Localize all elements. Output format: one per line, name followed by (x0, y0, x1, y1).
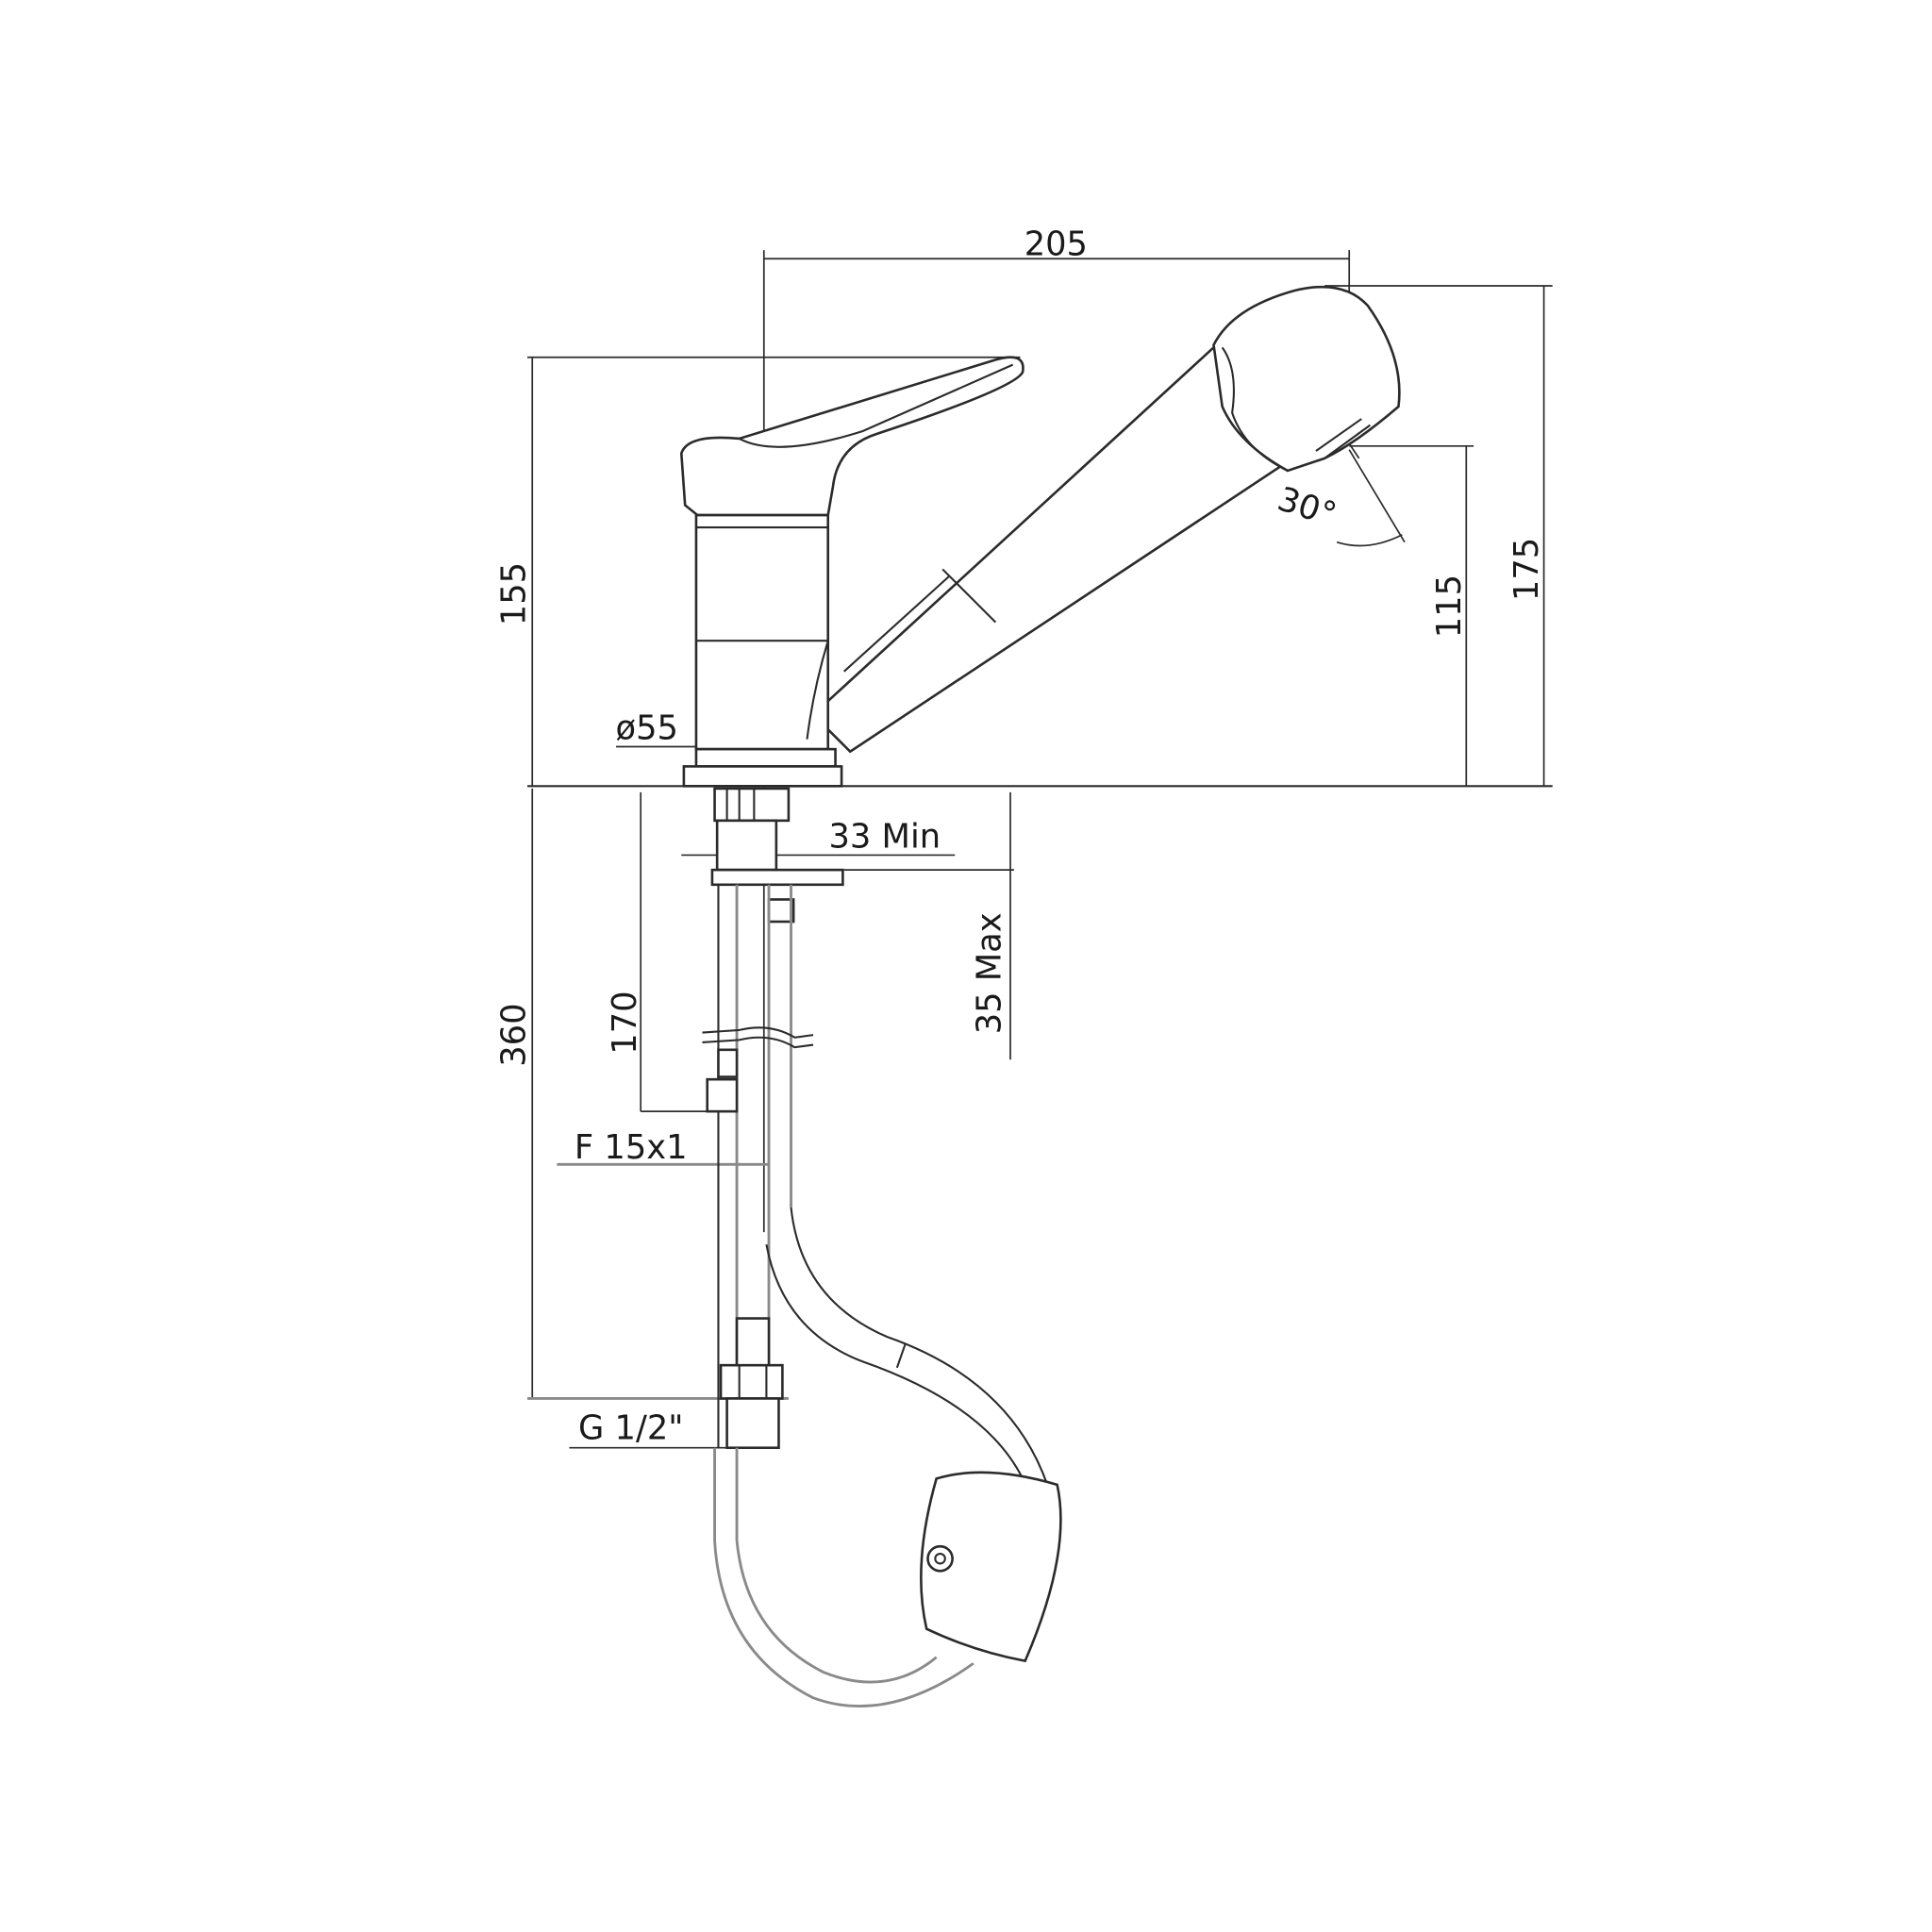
lever-handle (679, 356, 1024, 517)
dimension-155: 155 (494, 356, 1021, 787)
pull-out-hose (765, 1243, 1024, 1479)
dimension-label-170: 170 (606, 991, 644, 1054)
callout-f15x1: F 15x1 (557, 1128, 771, 1167)
spray-angle-label: 30° (1273, 479, 1341, 534)
dimension-label-33-min: 33 Min (828, 818, 941, 857)
callout-label-g-half-inch: G 1/2" (578, 1409, 683, 1448)
dimension-175: 175 (1324, 285, 1553, 787)
dimension-205: 205 (762, 225, 1351, 1233)
dimension-label-175: 175 (1507, 538, 1546, 601)
dimension-35-max: 35 Max (843, 791, 1014, 1060)
hose-counterweight (920, 1471, 1062, 1663)
dimension-label-205: 205 (1024, 225, 1088, 263)
dimension-label-360: 360 (494, 1003, 533, 1066)
dimension-label-diameter-55: ø55 (616, 709, 678, 748)
dimension-170: 170 (606, 791, 727, 1112)
hose-connection-nut (719, 1363, 784, 1400)
dimension-label-35-max: 35 Max (971, 912, 1009, 1034)
dimension-label-155: 155 (494, 562, 533, 625)
dimension-360: 360 (494, 788, 789, 1400)
under-deck-assembly (702, 787, 1062, 1708)
faucet-body (679, 285, 1401, 788)
dimension-label-115: 115 (1430, 575, 1469, 638)
callout-label-f15x1: F 15x1 (575, 1128, 688, 1167)
dimension-diameter-55: ø55 (616, 709, 700, 748)
dimension-115: 115 (1349, 444, 1474, 787)
